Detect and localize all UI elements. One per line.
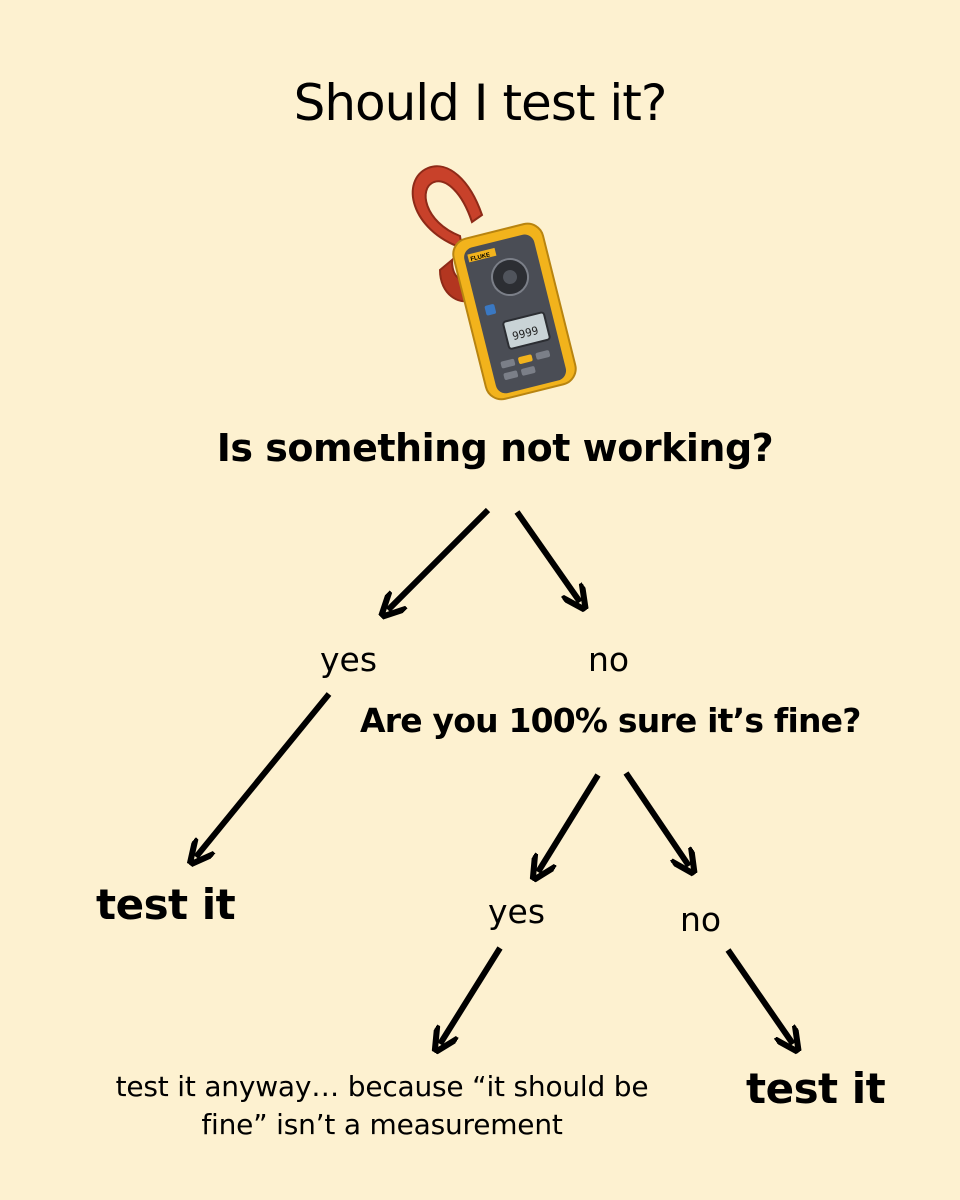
arrow-no2-to-test-it bbox=[725, 948, 793, 1044]
branch1-yes-label: yes bbox=[320, 640, 378, 679]
result-test-it-no: test it bbox=[746, 1064, 886, 1113]
branch1-no-label: no bbox=[588, 640, 630, 679]
clamp-meter-icon: FLUKE 9999 bbox=[411, 165, 577, 401]
arrow-q2-yes bbox=[538, 773, 601, 872]
question-sure-fine: Are you 100% sure it’s fine? bbox=[360, 701, 861, 740]
meter-brand: FLUKE bbox=[470, 252, 491, 263]
meter-display-value: 9999 bbox=[511, 324, 540, 343]
arrow-yes2-to-anyway bbox=[440, 946, 503, 1044]
branch2-yes-label: yes bbox=[488, 892, 546, 931]
result-test-it-anyway: test it anyway… because “it should be fi… bbox=[115, 1070, 649, 1141]
page-title: Should I test it? bbox=[293, 74, 668, 132]
question-not-working: Is something not working? bbox=[216, 426, 774, 470]
arrow-q2-no bbox=[623, 771, 689, 866]
result-test-it-yes: test it bbox=[96, 880, 236, 929]
meter-screen bbox=[502, 311, 551, 350]
arrow-yes-to-test-it bbox=[196, 692, 332, 857]
arrow-q1-no bbox=[514, 510, 580, 602]
meter-jaw bbox=[411, 165, 484, 250]
arrow-q1-yes bbox=[388, 507, 491, 610]
branch2-no-label: no bbox=[680, 900, 722, 939]
